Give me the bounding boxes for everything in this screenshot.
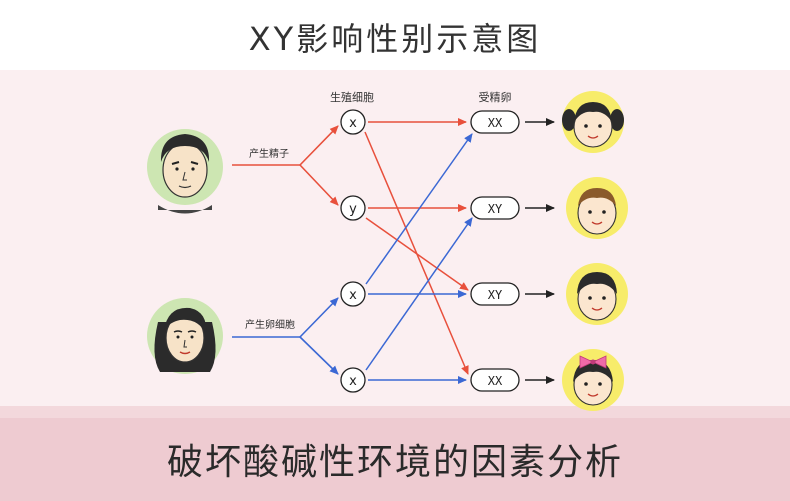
germ-cell-label: x: [349, 116, 357, 131]
boy-face-icon: [566, 177, 628, 239]
zygote-3: XY: [470, 282, 520, 306]
egg-arrow-x1: [299, 297, 339, 338]
egg1-to-zygote-1: [365, 133, 473, 285]
girl-face-icon: [562, 91, 624, 153]
zygote-label: XX: [488, 116, 503, 130]
girl-bow-face-icon: [562, 349, 624, 411]
sperm-arrow-x: [299, 125, 339, 166]
germ-cells-header: 生殖细胞: [330, 90, 374, 104]
zygote-4: XX: [470, 368, 520, 392]
produce-egg-label: 产生卵细胞: [245, 318, 295, 331]
egg-arrow-x2: [299, 336, 339, 375]
page-title: XY影响性别示意图: [249, 20, 541, 58]
bottom-banner: [0, 406, 790, 501]
title-area: [0, 0, 790, 70]
germ-cell-label: x: [349, 374, 357, 389]
germ-cell-label: x: [349, 288, 357, 303]
mother-face-icon: [147, 298, 223, 374]
egg2-to-zygote-2: [365, 217, 473, 371]
zygote-2: XY: [470, 196, 520, 220]
germ-cell-egg-x-1: x: [340, 281, 366, 307]
produce-sperm-label: 产生精子: [249, 147, 289, 160]
sperm-y-to-zygote-3: [365, 217, 469, 291]
germ-cell-sperm-y: y: [340, 195, 366, 221]
fertilized-egg-header: 受精卵: [479, 91, 512, 104]
sperm-arrow-y: [299, 164, 339, 206]
zygote-label: XX: [488, 374, 503, 388]
diagram-background: [0, 70, 790, 410]
germ-cell-label: y: [349, 202, 357, 217]
germ-cell-sperm-x: x: [340, 109, 366, 135]
banner-title: 破坏酸碱性环境的因素分析: [167, 442, 623, 483]
zygote-label: XY: [488, 288, 503, 302]
zygote-label: XY: [488, 202, 503, 216]
germ-cell-egg-x-2: x: [340, 367, 366, 393]
boy-face-icon: [566, 263, 628, 325]
zygote-1: XX: [470, 110, 520, 134]
father-face-icon: [147, 129, 223, 214]
